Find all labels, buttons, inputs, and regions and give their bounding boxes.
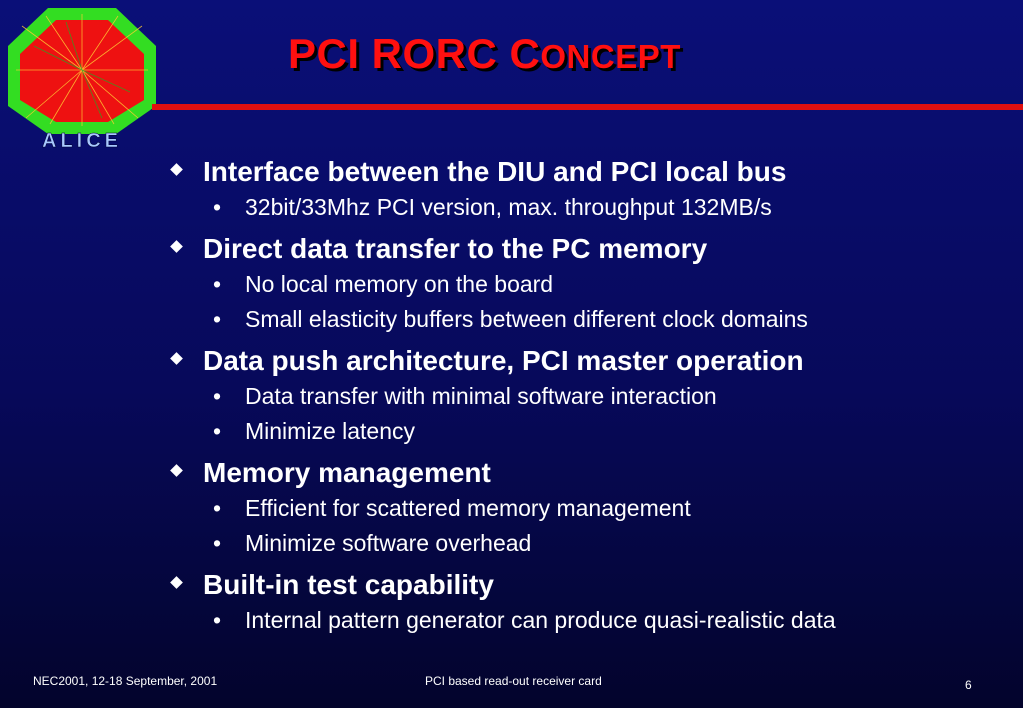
diamond-bullet-icon (170, 464, 183, 477)
sub-bullet-text: Minimize software overhead (245, 530, 532, 556)
sub-bullet-item: • Efficient for scattered memory manageme… (168, 491, 1018, 526)
bullet-text: Built-in test capability (203, 569, 494, 600)
diamond-bullet-icon (170, 352, 183, 365)
alice-logo: ALICE (8, 8, 156, 148)
bullet-text: Interface between the DIU and PCI local … (203, 156, 787, 187)
dot-bullet-icon: • (213, 607, 222, 633)
dot-bullet-icon: • (213, 194, 222, 220)
dot-bullet-icon: • (213, 271, 222, 297)
dot-bullet-icon: • (213, 530, 222, 556)
sub-bullet-item: • Data transfer with minimal software int… (168, 379, 1018, 414)
bullet-text: Direct data transfer to the PC memory (203, 233, 708, 264)
bullet-item: Interface between the DIU and PCI local … (168, 154, 1018, 190)
sub-bullet-text: Efficient for scattered memory managemen… (245, 495, 691, 521)
sub-bullet-item: • No local memory on the board (168, 267, 1018, 302)
diamond-bullet-icon (170, 163, 183, 176)
diamond-bullet-icon (170, 576, 183, 589)
sub-bullet-text: No local memory on the board (245, 271, 554, 297)
slide-title: PCI RORC CONCEPT (288, 30, 681, 78)
footer-left: NEC2001, 12-18 September, 2001 (33, 674, 218, 688)
sub-bullet-item: • Minimize software overhead (168, 526, 1018, 561)
sub-bullet-item: • Internal pattern generator can produce … (168, 603, 1018, 638)
title-main: PCI RORC C (288, 30, 541, 77)
sub-bullet-text: Small elasticity buffers between differe… (245, 306, 808, 332)
sub-bullet-item: • Minimize latency (168, 414, 1018, 449)
sub-bullet-item: • Small elasticity buffers between differ… (168, 302, 1018, 337)
title-rule (152, 104, 1023, 110)
bullet-list: Interface between the DIU and PCI local … (168, 148, 1018, 638)
sub-bullet-text: Internal pattern generator can produce q… (245, 607, 836, 633)
bullet-item: Memory management (168, 455, 1018, 491)
sub-bullet-text: Minimize latency (245, 418, 415, 444)
diamond-bullet-icon (170, 240, 183, 253)
sub-bullet-text: Data transfer with minimal software inte… (245, 383, 717, 409)
footer-center: PCI based read-out receiver card (425, 674, 602, 688)
dot-bullet-icon: • (213, 306, 222, 332)
bullet-text: Data push architecture, PCI master opera… (203, 345, 804, 376)
footer-page-number: 6 (965, 678, 972, 692)
dot-bullet-icon: • (213, 383, 222, 409)
sub-bullet-item: • 32bit/33Mhz PCI version, max. throughpu… (168, 190, 1018, 225)
bullet-item: Direct data transfer to the PC memory (168, 231, 1018, 267)
dot-bullet-icon: • (213, 495, 222, 521)
bullet-text: Memory management (203, 457, 491, 488)
dot-bullet-icon: • (213, 418, 222, 444)
bullet-item: Built-in test capability (168, 567, 1018, 603)
logo-text: ALICE (42, 130, 122, 148)
bullet-item: Data push architecture, PCI master opera… (168, 343, 1018, 379)
sub-bullet-text: 32bit/33Mhz PCI version, max. throughput… (245, 194, 772, 220)
title-smallcaps: ONCEPT (540, 38, 681, 75)
